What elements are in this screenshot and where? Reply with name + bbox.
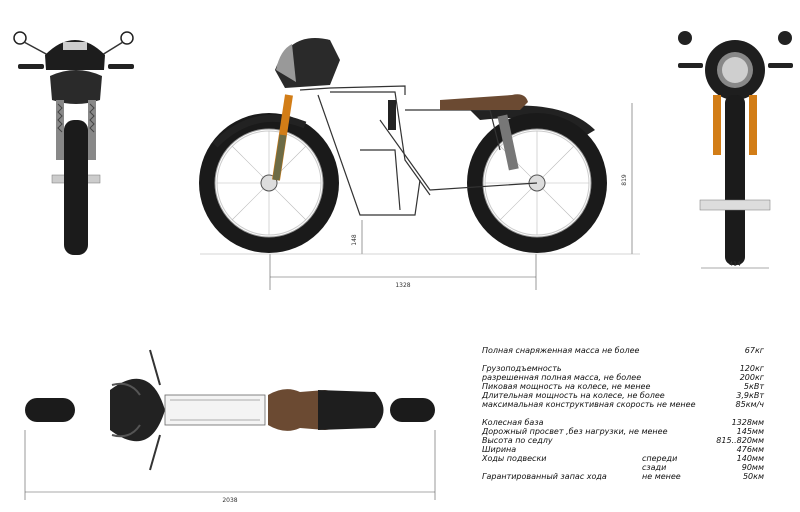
spec-row: Грузоподъемность 120кг (482, 364, 782, 373)
spec-row: Ходы подвески спереди 140мм (482, 454, 782, 463)
spec-label: Высота по седлу (482, 436, 553, 445)
spec-label: разрешенная полная масса, не более (482, 373, 642, 382)
spec-row: Дорожный просвет ,без нагрузки, не менее… (482, 427, 782, 436)
spec-value: 476мм (736, 445, 764, 454)
spec-sublabel: не менее (642, 472, 681, 481)
rear-view: 414 (678, 31, 793, 269)
spec-row: Колесная база 1328мм (482, 418, 782, 427)
spec-value: 90мм (741, 463, 764, 472)
spec-value: 140мм (736, 454, 764, 463)
spec-label: Ширина (482, 445, 517, 454)
spec-row: Высота по седлу 815..820мм (482, 436, 782, 445)
spec-value: 3,9кВт (736, 391, 764, 400)
spec-row: Гарантированный запас хода не менее 50км (482, 472, 782, 481)
spec-row: максимальная конструктивная скорость не … (482, 400, 782, 409)
spec-row: Длительная мощность на колесе, не более … (482, 391, 782, 400)
spec-sublabel: сзади (642, 463, 667, 472)
spec-value: 200кг (739, 373, 764, 382)
spec-sublabel: спереди (642, 454, 678, 463)
front-view (13, 31, 134, 255)
spec-label: Гарантированный запас хода (482, 472, 607, 481)
dim-width-label: 414 (729, 261, 741, 268)
spec-row: Пиковая мощность на колесе, не менее 5кВ… (482, 382, 782, 391)
spec-value: 5кВт (743, 382, 764, 391)
spec-label: Дорожный просвет ,без нагрузки, не менее (482, 427, 668, 436)
spec-row: сзади 90мм (482, 463, 782, 472)
spec-value: 67кг (744, 346, 764, 355)
spec-label: Ходы подвески (482, 454, 547, 463)
dim-length-label: 2038 (222, 497, 237, 504)
spec-label: максимальная конструктивная скорость не … (482, 400, 696, 409)
spec-label: Длительная мощность на колесе, не более (482, 391, 665, 400)
spec-value: 120кг (739, 364, 764, 373)
spec-table: Полная снаряженная масса не более 67кг Г… (482, 346, 782, 481)
spec-label: Колесная база (482, 418, 544, 427)
dim-height-label: 819 (621, 174, 628, 186)
dim-wheelbase-label: 1328 (395, 282, 410, 289)
spec-row: разрешенная полная масса, не более 200кг (482, 373, 782, 382)
spec-label: Пиковая мощность на колесе, не менее (482, 382, 651, 391)
spec-label: Полная снаряженная масса не более (482, 346, 640, 355)
spec-label: Грузоподъемность (482, 364, 562, 373)
spec-row: Полная снаряженная масса не более 67кг (482, 346, 782, 355)
spec-value: 50км (742, 472, 764, 481)
spec-value: 85км/ч (735, 400, 764, 409)
spec-row: Ширина 476мм (482, 445, 782, 454)
side-view: 819 1328 148 (199, 38, 640, 290)
spec-value: 1328мм (731, 418, 764, 427)
dim-clearance-label: 148 (351, 234, 358, 246)
spec-value: 145мм (736, 427, 764, 436)
spec-value: 815..820мм (716, 436, 764, 445)
top-view: 2038 (24, 349, 436, 504)
